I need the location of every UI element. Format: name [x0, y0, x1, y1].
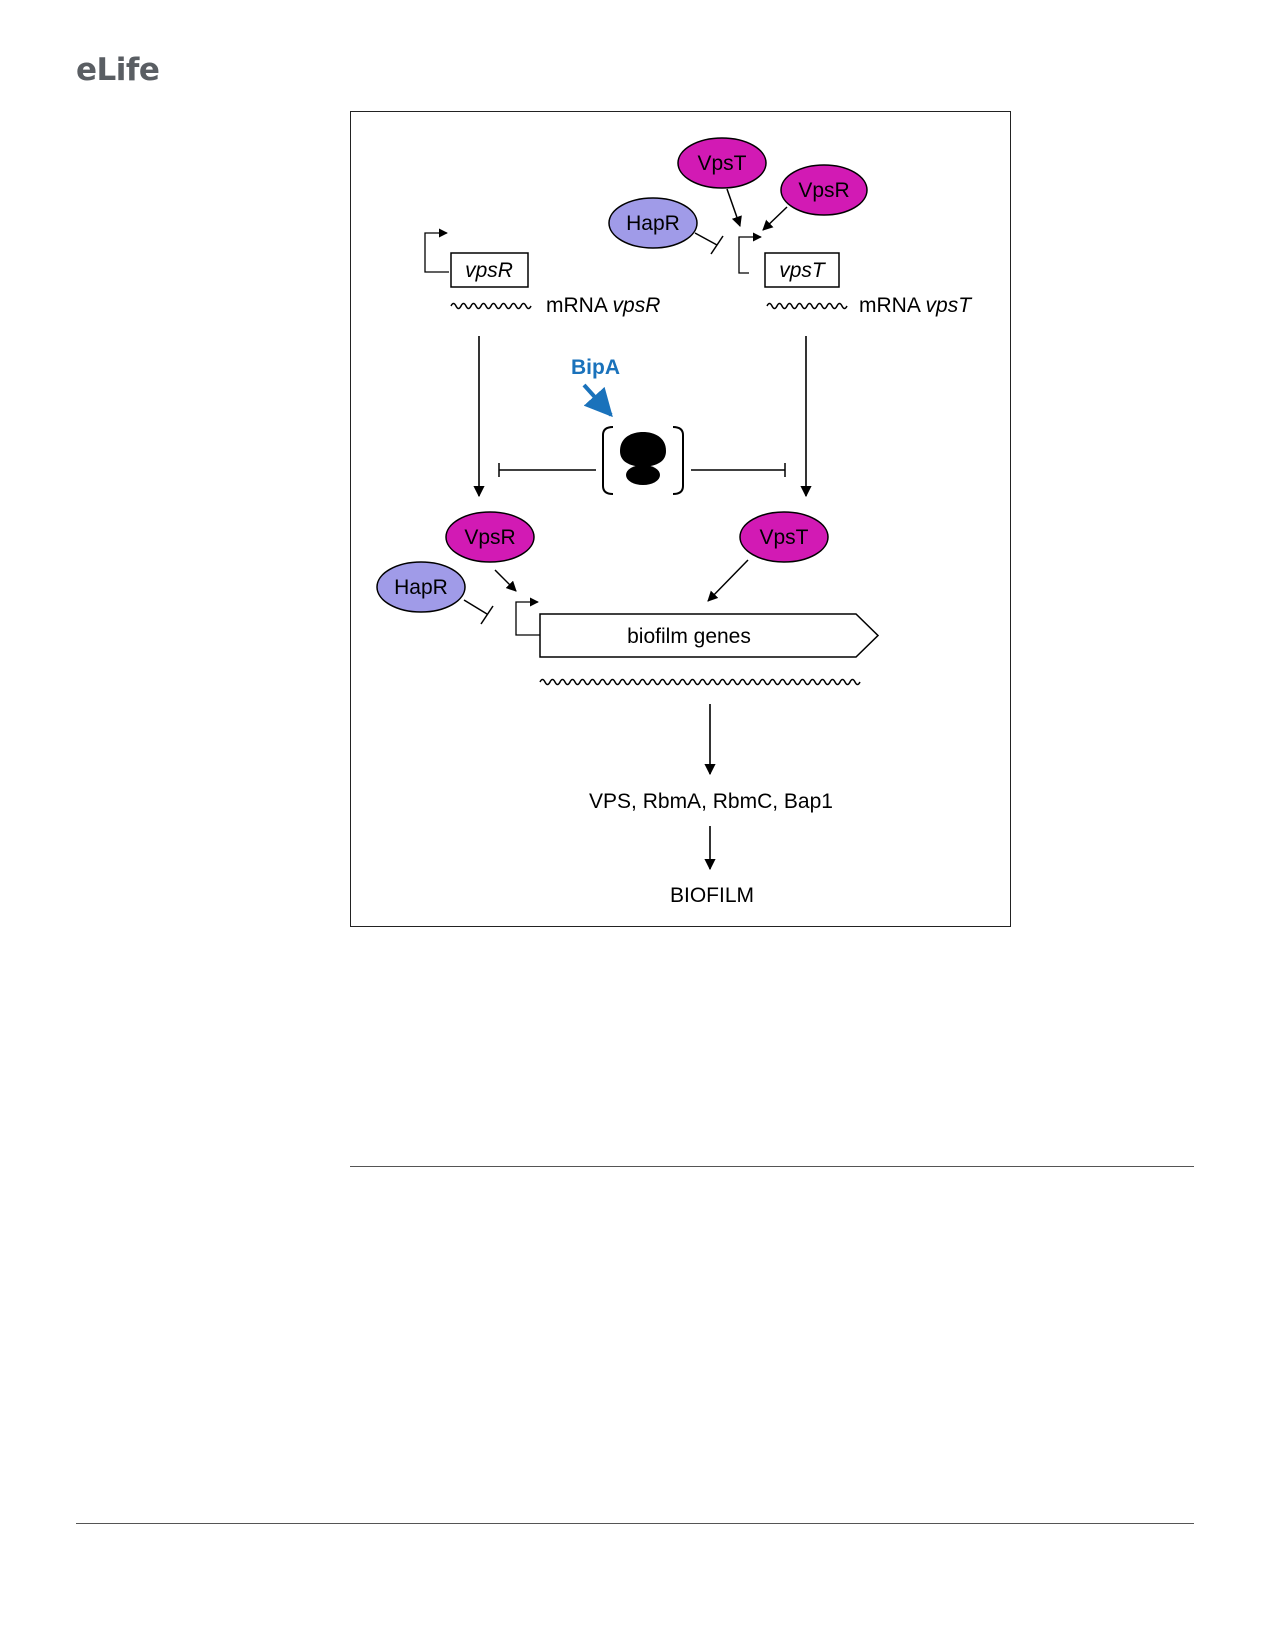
- biofilm-genes-label: biofilm genes: [627, 625, 751, 648]
- biofilm-outcome-label: BIOFILM: [670, 884, 754, 907]
- vpst-promoter: [738, 232, 762, 274]
- mrna-vpsr-label: mRNA vpsR: [546, 294, 660, 317]
- mrna-vpst-wave: [766, 302, 848, 310]
- vpsr-top-label: VpsR: [798, 179, 849, 202]
- vpst-mid-oval: [739, 511, 829, 563]
- vpsr-activates-vpst-arrow: [762, 206, 788, 231]
- hapr-represses-biofilm-bar: [480, 605, 494, 625]
- vpst-activates-biofilm-arrow: [707, 559, 749, 602]
- vpst-top-oval: [677, 137, 767, 189]
- mrna-vpsr-wave: [450, 302, 532, 310]
- hapr-represses-vpst-line: [694, 232, 718, 246]
- hapr-mid-label: HapR: [394, 576, 448, 599]
- section-divider: [350, 1166, 1194, 1167]
- biofilm-genes-box: [539, 613, 880, 658]
- bipa-label: BipA: [571, 356, 620, 379]
- vpst-gene-label: vpsT: [779, 259, 827, 282]
- biofilm-mrna-wave: [539, 678, 861, 686]
- mrna-vpst-label: mRNA vpsT: [859, 294, 973, 317]
- diagram-canvas: VpsT VpsR HapR vpsT mRNA vpsT vpsR mRNA …: [376, 137, 973, 907]
- vpsr-mid-label: VpsR: [464, 526, 515, 549]
- footer-divider: [76, 1523, 1194, 1524]
- vpsr-mid-oval: [445, 511, 535, 563]
- vpst-mid-label: VpsT: [759, 526, 808, 549]
- vpst-top-label: VpsT: [697, 152, 746, 175]
- vpsr-activates-biofilm-arrow: [494, 569, 517, 592]
- ribosome-icon: [602, 426, 684, 495]
- vpst-gene-box: [764, 252, 840, 288]
- products-label: VPS, RbmA, RbmC, Bap1: [589, 790, 833, 813]
- hapr-represses-vpst-bar: [710, 235, 724, 255]
- biofilm-promoter: [515, 597, 541, 636]
- vpsr-gene-box: [450, 252, 529, 288]
- hapr-top-oval: [608, 197, 698, 249]
- vpsr-promoter: [424, 228, 449, 273]
- vpsr-gene-label: vpsR: [465, 259, 513, 282]
- vpst-activates-vpst-arrow: [726, 188, 742, 227]
- hapr-mid-oval: [376, 561, 466, 613]
- bipa-arrow: [582, 383, 613, 418]
- regulation-diagram: VpsT VpsR HapR vpsT mRNA vpsT vpsR mRNA …: [350, 111, 1011, 927]
- hapr-represses-biofilm-line: [463, 599, 488, 615]
- hapr-top-label: HapR: [626, 212, 680, 235]
- elife-logo: eLife: [76, 52, 160, 88]
- vpsr-top-oval: [780, 164, 868, 216]
